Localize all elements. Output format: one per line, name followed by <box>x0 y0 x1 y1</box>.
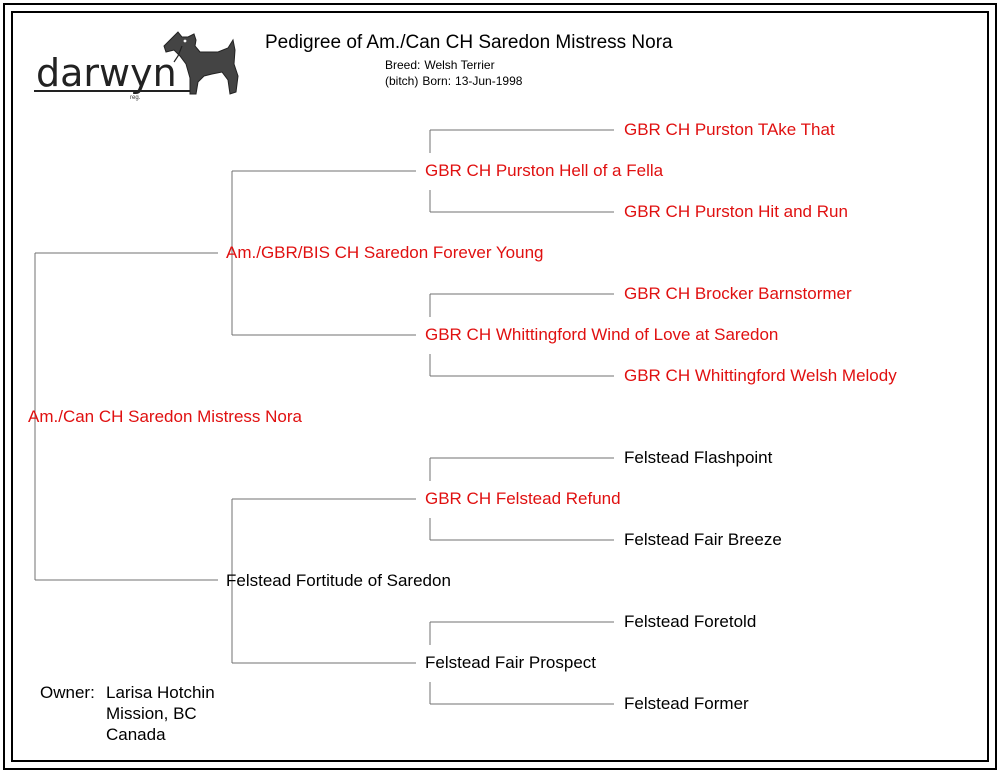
sire-dam-sire-name: GBR CH Brocker Barnstormer <box>624 284 852 303</box>
connector-dam <box>231 498 416 664</box>
subject-name: Am./Can CH Saredon Mistress Nora <box>28 407 302 426</box>
dam-dam-name: Felstead Fair Prospect <box>425 653 597 672</box>
sire-sire-dam-name: GBR CH Purston Hit and Run <box>624 202 848 221</box>
dam-name: Felstead Fortitude of Saredon <box>226 571 451 590</box>
logo-underline <box>34 90 190 92</box>
dam-sire-sire-name: Felstead Flashpoint <box>624 448 773 467</box>
connector-dam-sire <box>429 457 614 541</box>
connector-dam-dam <box>429 621 614 705</box>
logo-wordmark: darwyn <box>36 51 177 95</box>
owner-name: Larisa Hotchin <box>106 683 215 702</box>
outer-border <box>3 3 997 770</box>
connector-sire <box>231 170 416 336</box>
darwyn-logo: darwyn reg. <box>30 28 245 108</box>
owner-country: Canada <box>106 725 166 744</box>
sex-label: (bitch) <box>385 74 419 88</box>
born-line: (bitch)Born:13-Jun-1998 <box>385 74 522 88</box>
sire-dam-dam-name: GBR CH Whittingford Welsh Melody <box>624 366 897 385</box>
sire-sire-name: GBR CH Purston Hell of a Fella <box>425 161 664 180</box>
dam-sire-dam-name: Felstead Fair Breeze <box>624 530 782 549</box>
connector-sire-sire <box>429 129 614 213</box>
breed-label: Breed: <box>385 58 421 72</box>
inner-border <box>11 11 989 762</box>
breed-line: Breed:Welsh Terrier <box>385 58 495 72</box>
born-label: Born: <box>422 74 452 88</box>
sire-dam-name: GBR CH Whittingford Wind of Love at Sare… <box>425 325 779 344</box>
born-value: 13-Jun-1998 <box>455 74 523 88</box>
page-title: Pedigree of Am./Can CH Saredon Mistress … <box>265 32 673 53</box>
dam-dam-sire-name: Felstead Foretold <box>624 612 757 631</box>
connector-sire-dam <box>429 293 614 377</box>
owner-label: Owner: <box>40 683 95 702</box>
connector-subject <box>34 252 218 581</box>
dam-dam-dam-name: Felstead Former <box>624 694 749 713</box>
breed-value: Welsh Terrier <box>424 58 495 72</box>
welsh-terrier-dog-icon <box>163 31 239 95</box>
sire-name: Am./GBR/BIS CH Saredon Forever Young <box>226 243 544 262</box>
sire-sire-sire-name: GBR CH Purston TAke That <box>624 120 835 139</box>
logo-reg-mark: reg. <box>130 95 141 101</box>
owner-city: Mission, BC <box>106 704 197 723</box>
dam-sire-name: GBR CH Felstead Refund <box>425 489 621 508</box>
